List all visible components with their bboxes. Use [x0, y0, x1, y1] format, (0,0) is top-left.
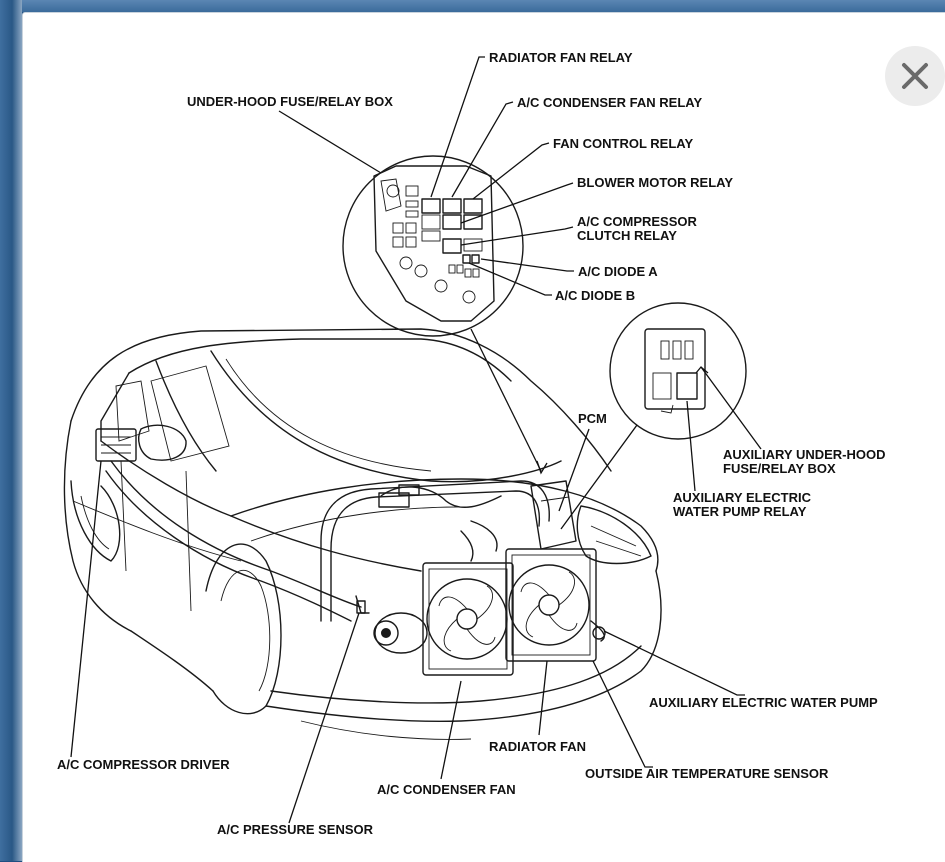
engine-bay-components: [95, 428, 606, 676]
window-top-edge: [0, 0, 945, 12]
image-viewer: RADIATOR FAN RELAY UNDER-HOOD FUSE/RELAY…: [22, 12, 945, 862]
label-fan-control-relay: FAN CONTROL RELAY: [553, 136, 693, 151]
label-aux-under-hood-box-line1: AUXILIARY UNDER-HOOD: [723, 447, 886, 462]
label-under-hood-fuse-relay-box: UNDER-HOOD FUSE/RELAY BOX: [187, 94, 393, 109]
leader-lines: [70, 56, 762, 824]
label-radiator-fan-relay: RADIATOR FAN RELAY: [489, 50, 633, 65]
close-x-icon: [902, 63, 928, 89]
component-location-diagram: RADIATOR FAN RELAY UNDER-HOOD FUSE/RELAY…: [57, 50, 886, 837]
label-ac-diode-a: A/C DIODE A: [578, 264, 658, 279]
label-aux-electric-water-pump: AUXILIARY ELECTRIC WATER PUMP: [649, 695, 878, 710]
label-aux-pump-relay-line1: AUXILIARY ELECTRIC: [673, 490, 812, 505]
label-ac-diode-b: A/C DIODE B: [555, 288, 635, 303]
label-ac-condenser-fan: A/C CONDENSER FAN: [377, 782, 516, 797]
label-ac-compressor-driver: A/C COMPRESSOR DRIVER: [57, 757, 230, 772]
window-left-edge: [0, 0, 22, 861]
car-outline: [63, 328, 662, 740]
label-radiator-fan: RADIATOR FAN: [489, 739, 586, 754]
label-pcm: PCM: [578, 411, 607, 426]
label-blower-motor-relay: BLOWER MOTOR RELAY: [577, 175, 733, 190]
label-aux-pump-relay-line2: WATER PUMP RELAY: [673, 504, 807, 519]
label-ac-condenser-fan-relay: A/C CONDENSER FAN RELAY: [517, 95, 702, 110]
label-outside-air-temp-sensor: OUTSIDE AIR TEMPERATURE SENSOR: [585, 766, 829, 781]
close-button[interactable]: [885, 46, 945, 106]
label-ac-compressor-clutch-relay-line1: A/C COMPRESSOR: [577, 214, 698, 229]
label-aux-under-hood-box-line2: FUSE/RELAY BOX: [723, 461, 836, 476]
label-ac-pressure-sensor: A/C PRESSURE SENSOR: [217, 822, 374, 837]
auxiliary-fuse-relay-box-detail: [609, 302, 747, 440]
under-hood-fuse-relay-box-detail: [342, 155, 524, 337]
label-ac-compressor-clutch-relay-line2: CLUTCH RELAY: [577, 228, 677, 243]
component-labels: RADIATOR FAN RELAY UNDER-HOOD FUSE/RELAY…: [57, 50, 886, 837]
